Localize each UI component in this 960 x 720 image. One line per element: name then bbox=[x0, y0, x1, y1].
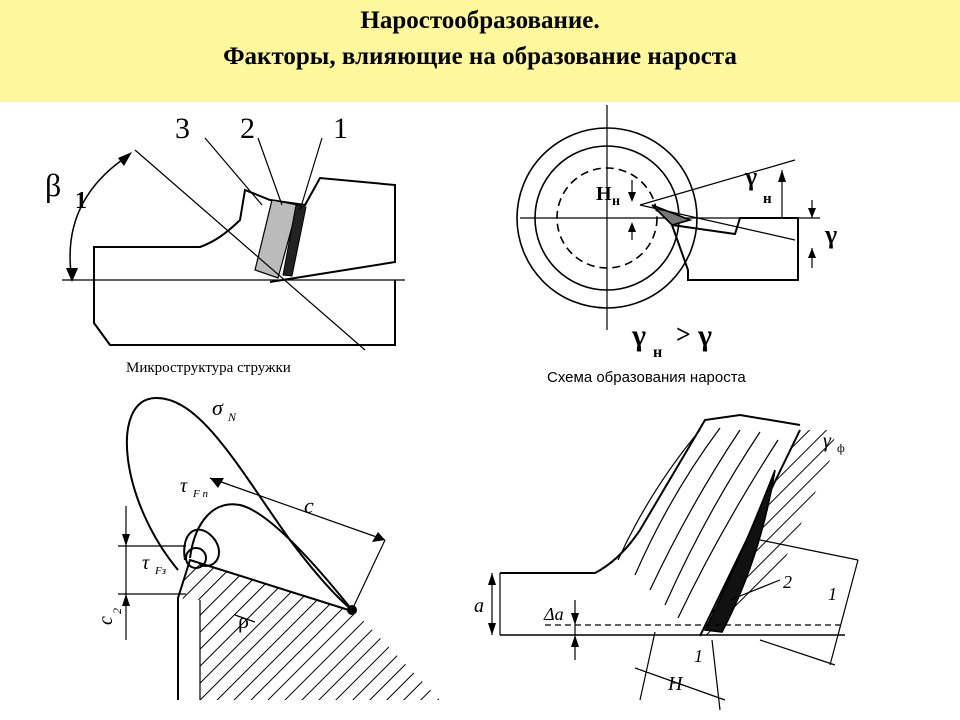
chip-outline bbox=[93, 176, 396, 283]
c-ext-line bbox=[351, 539, 386, 611]
label-gamma-h: γ bbox=[744, 162, 757, 191]
label-beta: β bbox=[45, 167, 61, 203]
diagram-deformation-zone bbox=[488, 413, 859, 711]
label-a: a bbox=[474, 595, 484, 617]
built-up-edge-core bbox=[703, 469, 776, 633]
leader-1 bbox=[299, 137, 323, 211]
label-2: 2 bbox=[240, 112, 255, 145]
ray-gamma bbox=[639, 204, 796, 241]
beta-arrow-bottom bbox=[66, 268, 78, 282]
chip-top-outline bbox=[500, 413, 801, 574]
beta-arc bbox=[69, 159, 123, 281]
label-beta-index: 1 bbox=[75, 188, 87, 214]
side-ext-top bbox=[759, 539, 859, 561]
side-ext-bottom bbox=[759, 639, 836, 666]
c-arrow-start bbox=[210, 478, 224, 488]
caption-buildup-scheme: Схема образования нароста bbox=[547, 369, 746, 386]
label-rho: ρ bbox=[238, 608, 249, 633]
shear-line-1 bbox=[617, 429, 701, 561]
label-h-zone: H bbox=[667, 673, 684, 695]
page-subtitle: Факторы, влияющие на образование нароста bbox=[223, 43, 737, 70]
h-arrow-bottom bbox=[628, 222, 636, 232]
beta-arrow-top bbox=[118, 152, 132, 166]
side-dim-line bbox=[829, 559, 859, 666]
gamma-arrow-bottom bbox=[808, 248, 816, 258]
shear-line-4 bbox=[664, 431, 761, 606]
leader-2 bbox=[257, 137, 283, 206]
leader-2-zone bbox=[729, 579, 781, 601]
relation-left-sub: н bbox=[653, 344, 662, 361]
label-gamma-h-sub: н bbox=[763, 191, 772, 207]
shear-line-3 bbox=[649, 429, 741, 591]
diagram-chip-microstructure bbox=[62, 137, 405, 351]
ray-gamma-h bbox=[639, 159, 796, 206]
edge-circle bbox=[185, 547, 207, 569]
relation-gamma-h-gt-gamma: γ н > γ bbox=[631, 319, 712, 361]
label-1: 1 bbox=[333, 112, 348, 145]
diagram-buildup-scheme bbox=[516, 105, 820, 330]
c-arrow-end bbox=[372, 532, 385, 542]
gamma-arrow-top bbox=[808, 208, 816, 218]
h-arrow-top bbox=[628, 192, 636, 202]
label-1-side: 1 bbox=[828, 584, 837, 604]
shear-plane-line bbox=[134, 149, 366, 351]
c2-arrow-bottom bbox=[122, 594, 130, 606]
h-ext-right bbox=[711, 639, 721, 711]
label-gamma-f: γ bbox=[823, 430, 832, 452]
sigma-n-curve bbox=[125, 396, 353, 611]
shear-line-5 bbox=[677, 439, 779, 619]
delta-a-arrow-top bbox=[571, 613, 579, 625]
tau-small-loop bbox=[183, 528, 220, 567]
label-2-zone: 2 bbox=[783, 572, 792, 592]
caption-microstructure: Микроструктура стружки bbox=[126, 360, 291, 376]
label-gamma-f-sub: ф bbox=[837, 441, 845, 455]
header-banner: Наростообразование. Факторы, влияющие на… bbox=[0, 0, 960, 102]
gamma-h-arrow bbox=[778, 170, 786, 182]
label-h-sub: н bbox=[612, 194, 620, 209]
label-tau-top: τ bbox=[180, 475, 188, 497]
label-c2: c bbox=[95, 616, 117, 625]
tool-rake-face bbox=[177, 558, 356, 613]
label-c: c bbox=[304, 493, 314, 518]
relation-right: γ bbox=[697, 319, 712, 352]
delta-a-arrow-bottom bbox=[571, 635, 579, 647]
shear-line-2 bbox=[634, 427, 721, 576]
c2-arrow-top bbox=[122, 534, 130, 546]
label-h: Н bbox=[596, 183, 612, 205]
label-sigma: σ bbox=[212, 395, 224, 420]
tool-outline bbox=[670, 217, 799, 281]
diagram-stress-distribution bbox=[118, 396, 440, 700]
page-title: Наростообразование. bbox=[360, 7, 600, 34]
rho-leader bbox=[234, 614, 256, 623]
label-tau-left-sub: Fз bbox=[154, 565, 166, 577]
label-1-zone: 1 bbox=[694, 646, 703, 666]
a-arrow-top bbox=[488, 573, 496, 585]
label-3: 3 bbox=[175, 112, 190, 145]
leader-3 bbox=[204, 137, 263, 206]
label-tau-left: τ bbox=[142, 552, 150, 574]
label-delta-a: Δa bbox=[543, 604, 564, 624]
tau-curve bbox=[189, 503, 353, 611]
label-c2-sub: 2 bbox=[110, 608, 124, 614]
workpiece-outline bbox=[93, 280, 396, 346]
relation-left: γ bbox=[631, 319, 646, 352]
tool-hatch bbox=[178, 560, 440, 700]
relation-op: > bbox=[676, 320, 691, 349]
dense-zone bbox=[282, 204, 307, 277]
c-dim-line bbox=[209, 477, 386, 541]
a-arrow-bottom bbox=[488, 623, 496, 635]
label-tau-top-sub: F п bbox=[192, 488, 208, 500]
h-ext-left bbox=[639, 631, 656, 701]
label-sigma-sub: N bbox=[227, 410, 237, 424]
h-dim-line bbox=[634, 667, 726, 701]
label-gamma: γ bbox=[824, 220, 837, 249]
